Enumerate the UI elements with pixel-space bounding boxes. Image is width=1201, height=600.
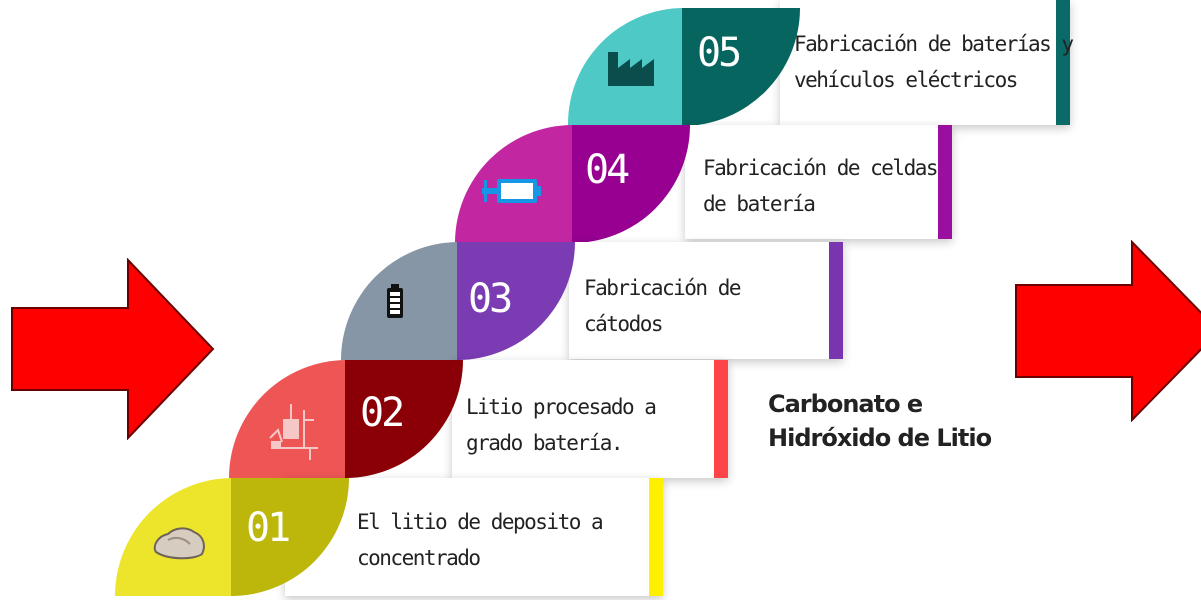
processing-plant-icon	[269, 404, 318, 460]
step-05-line-1: Fabricación de baterías y	[794, 32, 1074, 56]
step-01-accent-bar	[649, 478, 663, 596]
left-arrow-shape	[11, 258, 215, 440]
factory-icon	[608, 52, 654, 86]
step-03-accent-bar	[829, 242, 843, 359]
step-04-card: Fabricación de celdas de batería	[685, 125, 952, 239]
step-03-number: 03	[468, 276, 513, 322]
rock-icon	[153, 527, 205, 560]
side-label-line-1: Carbonato e	[768, 390, 923, 418]
step-04-line-1: Fabricación de celdas	[703, 156, 939, 180]
step-04-line-2: de batería	[703, 192, 816, 216]
step-02-number: 02	[360, 390, 405, 436]
step-05-line-2: vehículos eléctricos	[794, 68, 1018, 92]
step-02-line-2: grado batería.	[466, 431, 624, 455]
step-04-text: Fabricación de celdas de batería	[703, 150, 939, 222]
step-02-line-1: Litio procesado a	[466, 395, 657, 419]
step-05-text: Fabricación de baterías y vehículos eléc…	[794, 26, 1074, 98]
step-01-line-2: concentrado	[357, 546, 481, 570]
step-01-text: El litio de deposito a concentrado	[357, 504, 604, 576]
step-03-line-1: Fabricación de	[584, 276, 742, 300]
battery-icon	[387, 284, 403, 318]
step-04-number: 04	[585, 147, 630, 193]
step-02-text: Litio procesado a grado batería.	[466, 389, 657, 461]
step-01-line-1: El litio de deposito a	[357, 510, 604, 534]
step-01-number: 01	[246, 505, 291, 551]
right-arrow-icon	[1015, 240, 1201, 422]
step-05-card: Fabricación de baterías y vehículos eléc…	[780, 0, 1074, 125]
step-02-accent-bar	[714, 360, 728, 478]
step-05-number: 05	[697, 30, 742, 76]
right-arrow-shape	[1015, 240, 1201, 422]
side-label-line-2: Hidróxido de Litio	[768, 424, 992, 452]
step-04-accent-bar	[938, 125, 952, 239]
step-01-card: El litio de deposito a concentrado	[285, 478, 663, 596]
step-03-line-2: cátodos	[584, 312, 664, 336]
step-05-accent-bar	[1056, 0, 1070, 125]
left-arrow-icon	[11, 258, 215, 440]
step-03-text: Fabricación de cátodos	[584, 270, 742, 342]
step-02-card: Litio procesado a grado batería.	[452, 360, 728, 478]
step-03-card: Fabricación de cátodos	[569, 242, 843, 359]
battery-plug-icon	[482, 179, 541, 203]
carbonate-hydroxide-label: Carbonato e Hidróxido de Litio	[768, 387, 1008, 455]
